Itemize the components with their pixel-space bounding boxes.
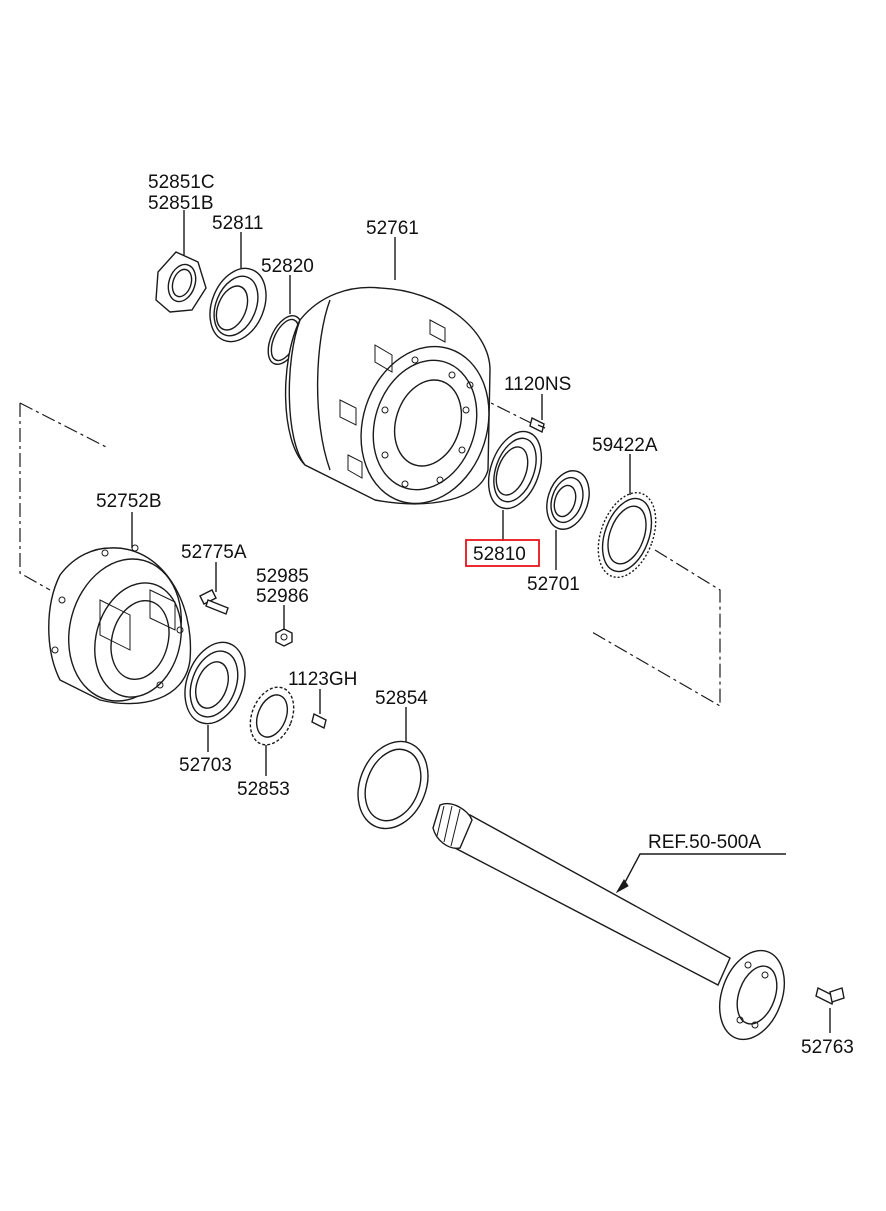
label-52761: 52761 <box>366 218 419 239</box>
hub-drawing <box>48 544 192 705</box>
label-52853: 52853 <box>237 779 290 800</box>
leader-lines <box>131 210 831 1033</box>
label-52851c: 52851C <box>148 172 215 193</box>
label-59422a: 59422A <box>592 435 658 456</box>
label-52810: 52810 <box>473 544 526 565</box>
reference-arrow <box>615 853 786 894</box>
highlight-box-52810 <box>465 539 540 567</box>
small-nut-drawing <box>275 628 293 647</box>
bearing-52701-drawing <box>546 470 590 530</box>
label-52701: 52701 <box>527 574 580 595</box>
tone-wheel-drawing <box>597 492 657 578</box>
label-52703: 52703 <box>179 755 232 776</box>
gasket-drawing <box>357 740 429 830</box>
bolt-1120ns-drawing <box>529 416 546 434</box>
bearing-52703-drawing <box>184 641 246 725</box>
brake-drum-drawing <box>284 286 491 505</box>
label-52775a: 52775A <box>181 542 247 563</box>
label-52752b: 52752B <box>96 491 162 512</box>
label-52811: 52811 <box>212 213 263 234</box>
label-52763: 52763 <box>801 1037 854 1058</box>
label-ref-50-500a: REF.50-500A <box>648 832 761 853</box>
axle-shaft-drawing <box>432 803 785 1041</box>
label-1123gh: 1123GH <box>288 669 357 690</box>
label-1120ns: 1120NS <box>504 374 571 395</box>
label-52854: 52854 <box>375 688 428 709</box>
label-52820: 52820 <box>261 256 314 277</box>
bearing-52811-drawing <box>209 267 267 343</box>
label-52985: 52985 <box>256 566 309 587</box>
retainer-drawing <box>249 686 295 746</box>
bolt-1123gh-drawing <box>311 712 327 730</box>
lock-nut-drawing <box>155 251 207 313</box>
label-52851b: 52851B <box>148 193 214 214</box>
oil-seal-52810-drawing <box>487 430 543 510</box>
hub-bolt-drawing <box>199 589 229 615</box>
label-52986: 52986 <box>256 586 309 607</box>
axle-bolt-drawing <box>815 986 845 1006</box>
